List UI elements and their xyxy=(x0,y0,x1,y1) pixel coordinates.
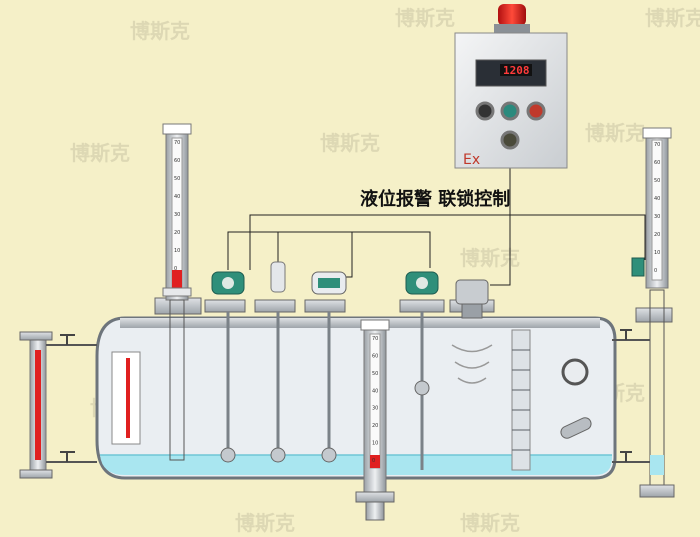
watermark-text: 博斯克 xyxy=(70,141,130,165)
watermark-text: 博斯克 xyxy=(585,121,645,145)
gauge-scale-label: 40 xyxy=(372,388,378,394)
wire-middle xyxy=(227,231,431,270)
gauge-scale-label: 20 xyxy=(174,230,180,236)
magnetic-level-gauge-right xyxy=(631,127,675,498)
gauge-scale-label: 70 xyxy=(372,336,378,342)
diagram-title: 液位报警 联锁控制 xyxy=(360,188,510,210)
displacer-transmitter xyxy=(270,261,286,463)
gauge-scale-label: 30 xyxy=(372,406,378,412)
wire-to-ultrasonic xyxy=(490,168,511,286)
panel-indicator xyxy=(500,130,520,150)
valve-icon xyxy=(620,451,632,462)
beacon-base xyxy=(494,24,530,34)
gauge-scale-label: 20 xyxy=(372,423,378,429)
top-flanges xyxy=(154,297,673,323)
watermark-text: 博斯克 xyxy=(320,131,380,155)
gauge-scale-label: 10 xyxy=(654,250,660,256)
float-switch-icon xyxy=(560,417,592,439)
vessel-top-shell xyxy=(120,318,600,328)
ex-mark: Ex xyxy=(463,152,480,168)
gauge-red-indicator xyxy=(370,455,380,468)
gauge-scale-label: 30 xyxy=(654,214,660,220)
inspection-port-icon xyxy=(561,358,589,386)
watermark-text: 博斯克 xyxy=(235,511,295,535)
gauge-scale-label: 60 xyxy=(654,160,660,166)
watermark-text: 博斯克 xyxy=(460,246,520,270)
gauge-scale-label: 0 xyxy=(372,458,375,464)
gauge-scale-label: 60 xyxy=(174,158,180,164)
gauge-scale-label: 10 xyxy=(174,248,180,254)
gauge-scale-label: 40 xyxy=(174,194,180,200)
watermark-text: 博斯克 xyxy=(460,511,520,535)
wire-upper xyxy=(249,160,656,270)
ultrasonic-wave-icon xyxy=(451,344,493,384)
level-switch-icon xyxy=(631,257,645,277)
panel-button-red xyxy=(526,101,546,121)
watermark-text: 博斯克 xyxy=(645,6,700,30)
signal-wiring xyxy=(227,160,656,286)
panel-button-green xyxy=(500,101,520,121)
gauge-scale-label: 70 xyxy=(174,140,180,146)
inner-level-gauges xyxy=(111,329,531,471)
watermark-text: 博斯克 xyxy=(130,19,190,43)
magnetic-level-gauge-left xyxy=(162,123,192,461)
alarm-control-panel: 1208 Ex xyxy=(454,4,568,169)
gauge-scale-label: 70 xyxy=(654,142,660,148)
gauge-scale-label: 20 xyxy=(654,232,660,238)
gauge-scale-label: 0 xyxy=(174,266,177,272)
ultrasonic-head-icon xyxy=(455,279,489,305)
wire-drop xyxy=(330,232,353,278)
transmitter-head-icon xyxy=(270,261,286,293)
float-transmitter-3 xyxy=(405,271,439,470)
gauge-scale-label: 30 xyxy=(174,212,180,218)
gauge-scale-label: 50 xyxy=(174,176,180,182)
gauge-red-indicator xyxy=(172,270,182,288)
gauge-scale-label: 60 xyxy=(372,353,378,359)
alarm-beacon-icon xyxy=(498,4,526,26)
gauge-scale-label: 40 xyxy=(654,196,660,202)
liquid-level xyxy=(100,455,612,475)
panel-display-value: 1208 xyxy=(503,64,530,77)
float-transmitter-2 xyxy=(311,271,347,463)
right-side-piping xyxy=(560,329,650,463)
horizontal-vessel xyxy=(95,316,617,480)
gauge-scale-label: 0 xyxy=(654,268,657,274)
side-mounted-gauge-left xyxy=(19,331,97,479)
panel-display xyxy=(500,64,532,76)
valve-icon xyxy=(620,329,632,340)
gauge-scale-label: 50 xyxy=(372,371,378,377)
watermark-text: 博斯克 xyxy=(395,6,455,30)
valve-icon xyxy=(60,451,75,462)
gauge-scale xyxy=(651,139,663,281)
gauge-scale-label: 50 xyxy=(654,178,660,184)
magnetic-level-gauge-center xyxy=(355,319,395,521)
panel-button-black xyxy=(475,101,495,121)
gauge-scale-label: 10 xyxy=(372,441,378,447)
valve-icon xyxy=(60,334,75,345)
ultrasonic-level-sensor xyxy=(451,279,493,384)
float-transmitter-1 xyxy=(211,271,245,463)
